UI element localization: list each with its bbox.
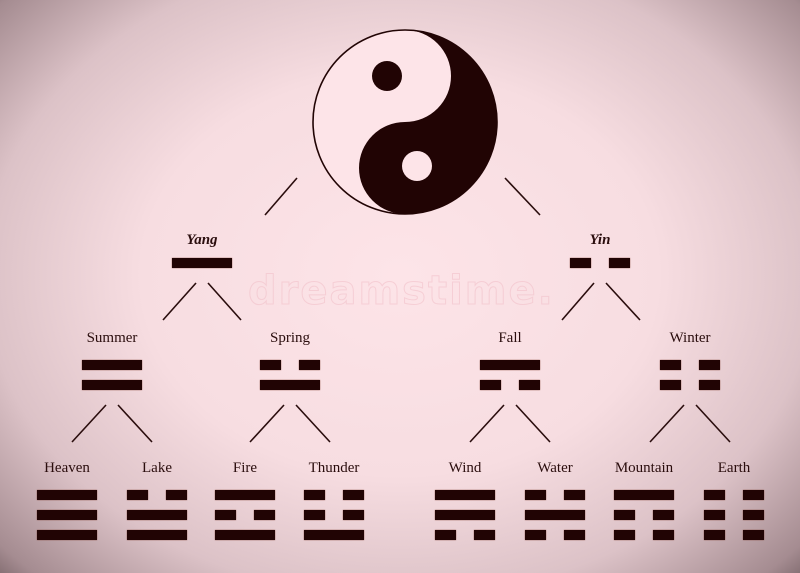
trigram-mountain	[614, 490, 674, 550]
trigram-lake	[127, 490, 187, 550]
label-water: Water	[537, 460, 573, 476]
bigram-summer	[82, 360, 142, 400]
label-summer: Summer	[86, 330, 138, 346]
watermark: dreamstime.	[248, 268, 555, 315]
trigram-water	[525, 490, 585, 550]
label-winter: Winter	[669, 330, 711, 346]
trigram-thunder	[304, 490, 364, 550]
label-fire: Fire	[232, 460, 258, 476]
line-yin	[570, 258, 630, 278]
bigram-spring	[260, 360, 320, 400]
bigram-fall	[480, 360, 540, 400]
label-fall: Fall	[498, 330, 522, 346]
bigram-winter	[660, 360, 720, 400]
yin-yang-icon	[312, 29, 498, 215]
label-wind: Wind	[448, 460, 482, 476]
trigram-earth	[704, 490, 764, 550]
label-spring: Spring	[269, 330, 311, 346]
label-yang: Yang	[186, 232, 218, 248]
label-lake: Lake	[142, 460, 172, 476]
label-earth: Earth	[717, 460, 751, 476]
label-yin: Yin	[589, 232, 611, 248]
label-mountain: Mountain	[614, 460, 674, 476]
label-thunder: Thunder	[308, 460, 360, 476]
trigram-wind	[435, 490, 495, 550]
trigram-fire	[215, 490, 275, 550]
connector-lines	[71, 177, 731, 443]
label-heaven: Heaven	[44, 460, 90, 476]
trigram-heaven	[37, 490, 97, 550]
line-yang	[172, 258, 232, 278]
